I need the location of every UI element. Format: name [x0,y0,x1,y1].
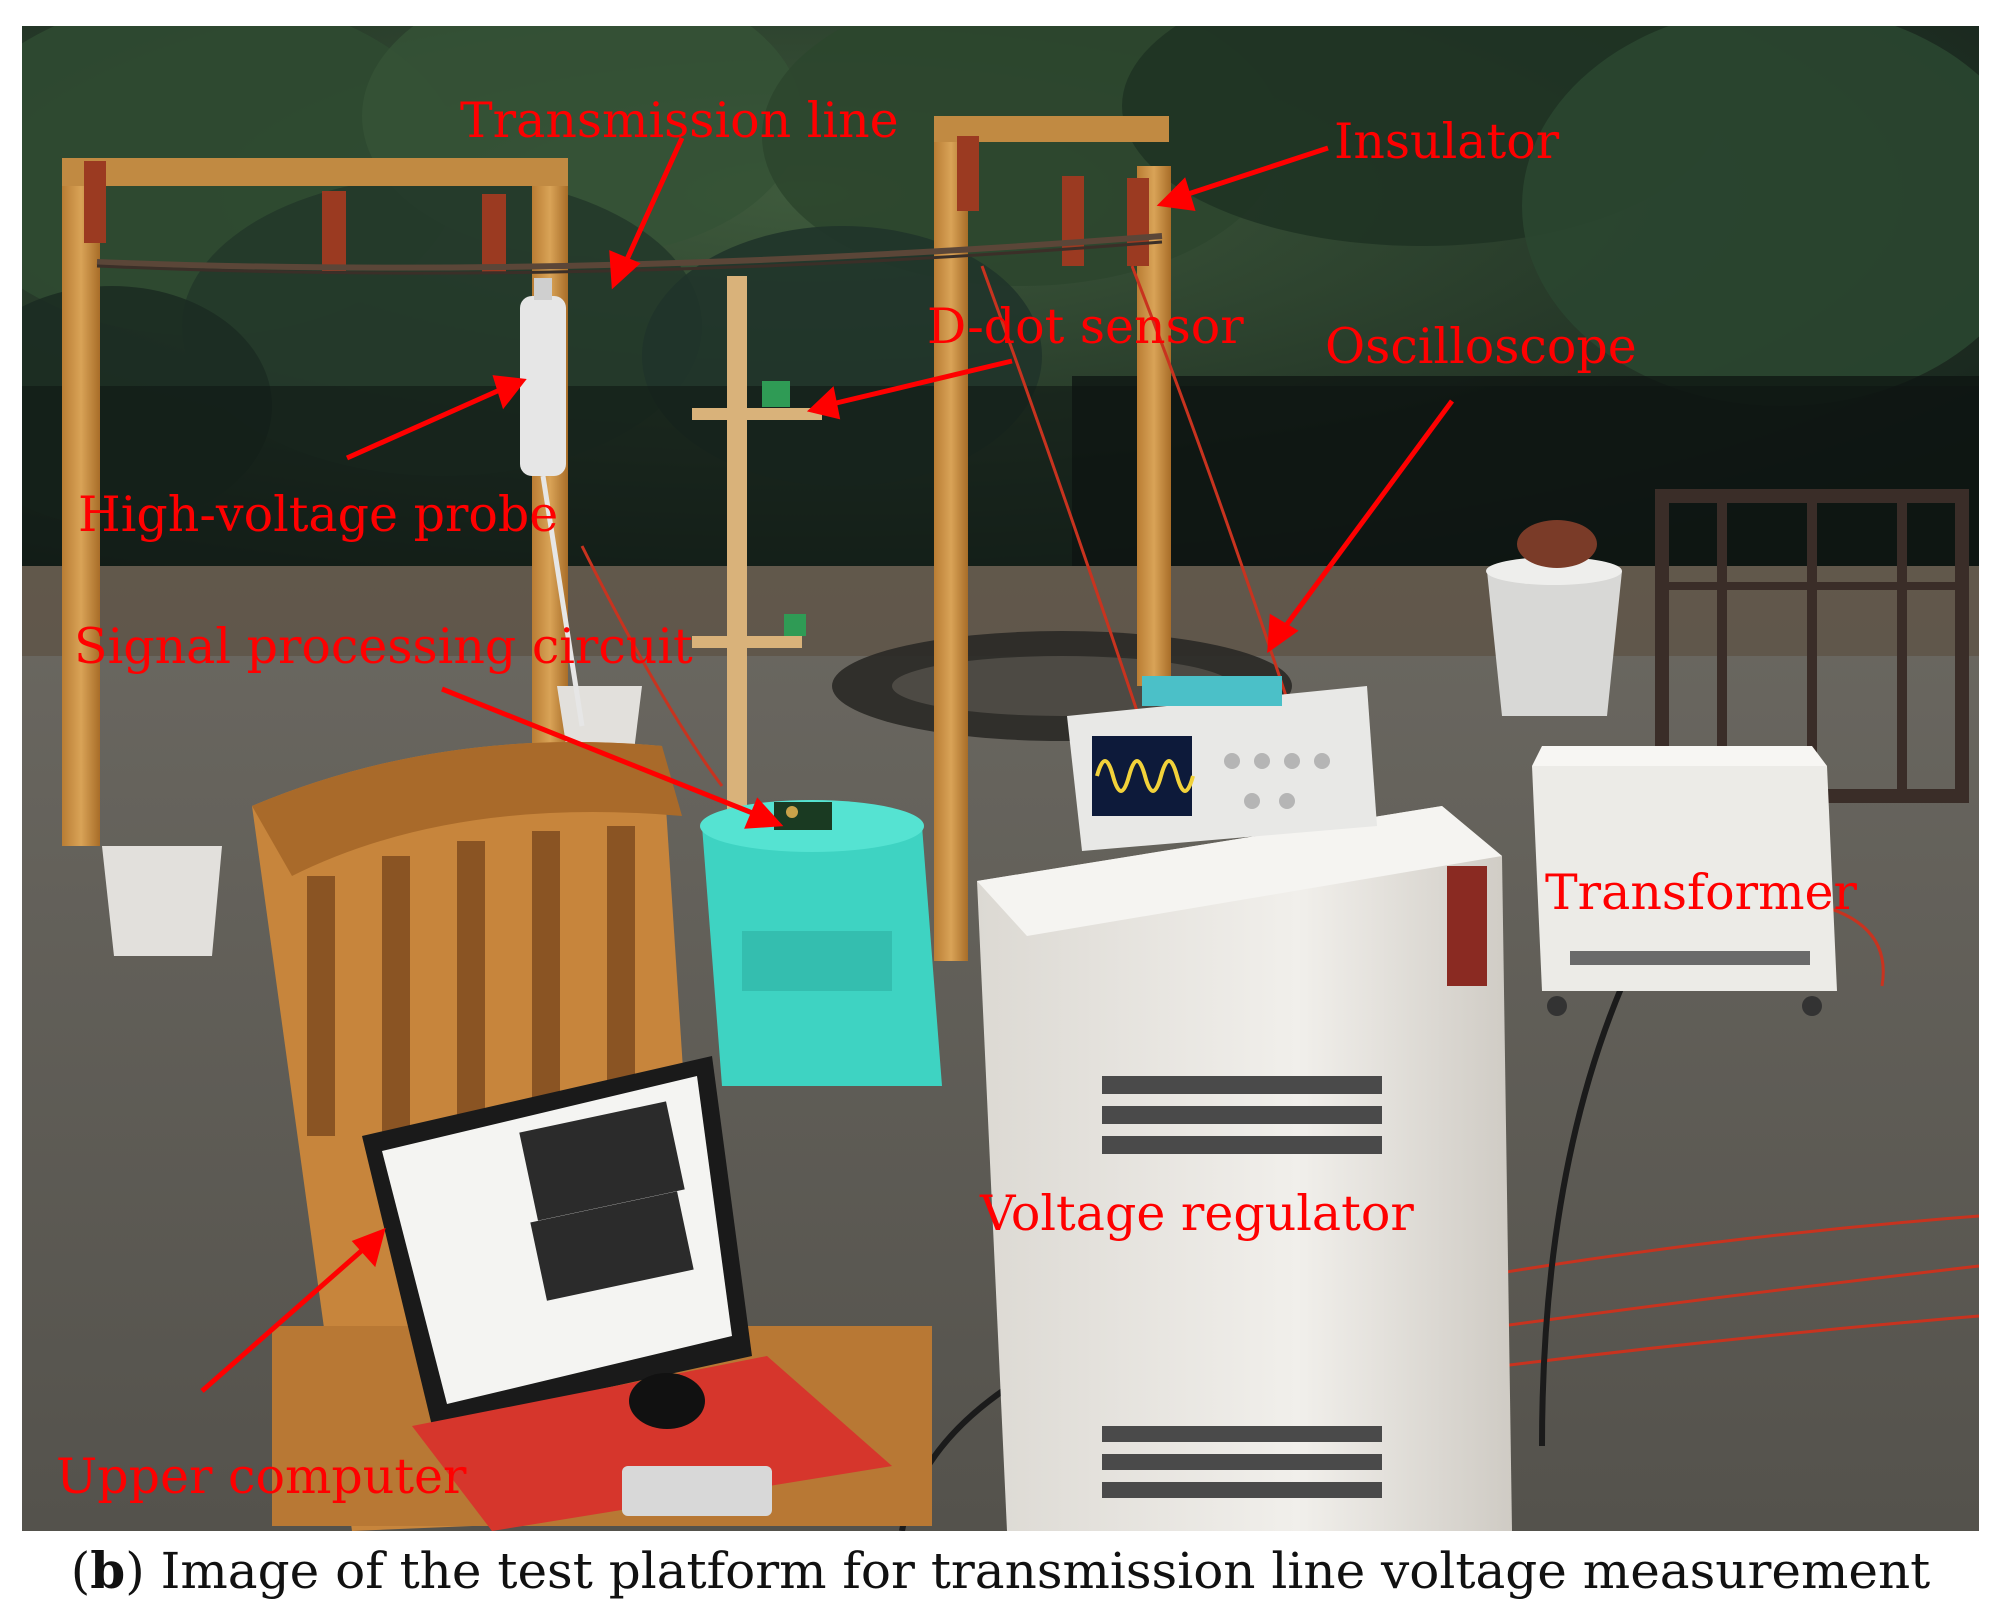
oscilloscope-device [1067,676,1377,851]
cyan-stool [700,800,942,1086]
caption-panel-letter: b [90,1541,126,1600]
arrow-d-dot-sensor [831,358,1013,407]
transmission-line-wire [96,233,1163,275]
red-cables [580,265,1979,1368]
bucket-right [1486,520,1622,716]
laptop [362,1056,892,1531]
label-insulator: Insulator [1334,113,1560,170]
figure-caption: (b) Image of the test platform for trans… [70,1541,1931,1600]
arrow-high-voltage-probe [345,386,504,461]
label-d-dot-sensor: D-dot sensor [927,298,1244,355]
high-voltage-probe [520,278,585,727]
label-oscilloscope: Oscilloscope [1325,318,1637,375]
arrow-signal-processing-circuit [441,686,761,819]
arrow-transmission-line [621,136,685,268]
label-high-voltage-probe: High-voltage probe [78,486,559,543]
arrow-oscilloscope [1279,399,1455,633]
caption-text: Image of the test platform for transmiss… [160,1542,1931,1600]
label-upper-computer: Upper computer [56,1448,467,1505]
label-voltage-regulator: Voltage regulator [980,1185,1414,1242]
label-transmission-line: Transmission line [460,92,899,149]
label-signal-processing-circuit: Signal processing circuit [74,618,693,675]
transformer-box [1532,746,1837,1016]
right-wooden-frame [934,116,1171,961]
arrow-upper-computer [200,1244,369,1393]
test-platform-photo [22,26,1979,1531]
label-transformer: Transformer [1545,864,1857,921]
annotation-arrows [200,136,1455,1393]
arrow-insulator [1181,145,1329,199]
voltage-regulator-cabinet [977,806,1512,1531]
sensor-pole [692,276,822,816]
photo-figure: Transmission line Insulator D-dot sensor… [22,26,1979,1531]
